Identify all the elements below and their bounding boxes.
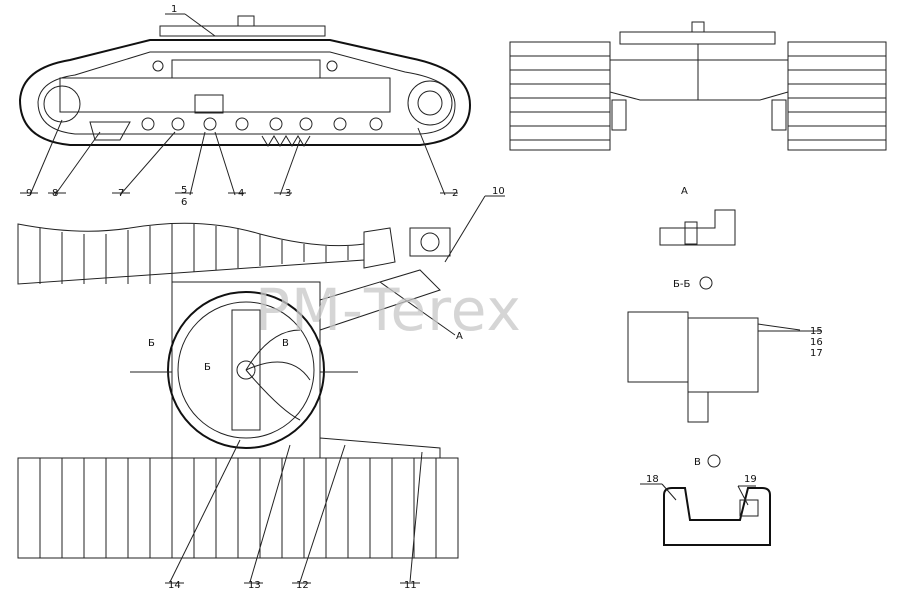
idler-wheel	[43, 85, 81, 123]
view-v-mark: В	[282, 338, 289, 349]
callout-17: 17	[810, 348, 823, 359]
slewing-center-beam	[231, 309, 261, 431]
hose-2	[245, 361, 311, 381]
rear-left-track	[509, 41, 611, 151]
track-rear-view	[509, 21, 887, 151]
detail-v-bolt	[739, 499, 759, 517]
plan-center-frame	[171, 281, 321, 459]
rear-frame	[609, 59, 789, 101]
side-view-frame	[59, 77, 391, 113]
callout-18: 18	[646, 474, 659, 485]
side-view-track-outline	[18, 39, 472, 146]
callout-5: 5	[181, 185, 187, 196]
section-bb-right	[687, 317, 759, 393]
drive-sprocket-hub	[417, 90, 443, 116]
plan-view-leaders	[165, 195, 505, 584]
watermark-text: РМ-Terex	[255, 276, 522, 344]
section-bb	[627, 311, 822, 423]
view-a-pointer-label: А	[456, 331, 463, 342]
side-view-upper-box	[171, 59, 321, 79]
plan-view	[17, 222, 459, 559]
callout-8: 8	[52, 188, 58, 199]
slewing-ring-outer	[167, 291, 325, 449]
hose-3	[245, 369, 301, 421]
section-bb-mark-right: Б	[204, 362, 211, 373]
hose-1	[245, 329, 301, 371]
plan-side-arm	[319, 269, 441, 331]
callout-11: 11	[404, 580, 417, 591]
rear-right-roller	[771, 99, 787, 131]
track-side-view	[18, 15, 472, 147]
drive-sprocket	[407, 80, 453, 126]
plan-hub	[409, 227, 451, 257]
track-teeth	[261, 135, 311, 147]
rear-left-roller	[611, 99, 627, 131]
detail-view-v	[640, 483, 771, 546]
view-v-title: В	[694, 457, 701, 468]
view-a-title: А	[681, 186, 688, 197]
section-bb-left	[627, 311, 689, 383]
side-view-top-plate	[159, 25, 326, 37]
callout-3: 3	[285, 188, 291, 199]
rear-top-plate	[619, 31, 776, 45]
callout-6: 6	[181, 197, 187, 208]
section-bb-bolt	[687, 391, 709, 423]
callout-4: 4	[238, 188, 244, 199]
section-bb-title-circle	[699, 276, 713, 290]
section-bb-mark-left: Б	[148, 338, 155, 349]
callout-2: 2	[452, 188, 458, 199]
plan-upper-bracket	[363, 227, 396, 269]
view-v-title-circle	[707, 454, 721, 468]
callout-16: 16	[810, 337, 823, 348]
section-bb-title: Б-Б	[673, 279, 690, 290]
side-view-top-boss	[237, 15, 255, 27]
plan-lower-arm	[319, 437, 441, 459]
side-view-tension-block	[89, 121, 131, 141]
callout-13: 13	[248, 580, 261, 591]
plan-upper-track	[17, 222, 365, 285]
callout-12: 12	[296, 580, 309, 591]
slewing-ring-inner	[177, 301, 315, 439]
callout-9: 9	[26, 188, 32, 199]
callout-1: 1	[171, 4, 177, 15]
side-view-track-inner	[37, 51, 456, 135]
side-view-leaders	[20, 13, 458, 196]
callout-10: 10	[492, 186, 505, 197]
callout-19: 19	[744, 474, 757, 485]
side-view-plate	[194, 94, 224, 114]
detail-view-a	[659, 209, 736, 246]
callout-7: 7	[118, 188, 124, 199]
callout-14: 14	[168, 580, 181, 591]
rear-right-track	[787, 41, 887, 151]
detail-a-body	[659, 209, 736, 246]
callout-15: 15	[810, 326, 823, 337]
rear-top-boss	[691, 21, 705, 33]
detail-v-bracket	[663, 487, 771, 546]
slewing-center-joint	[236, 360, 256, 380]
